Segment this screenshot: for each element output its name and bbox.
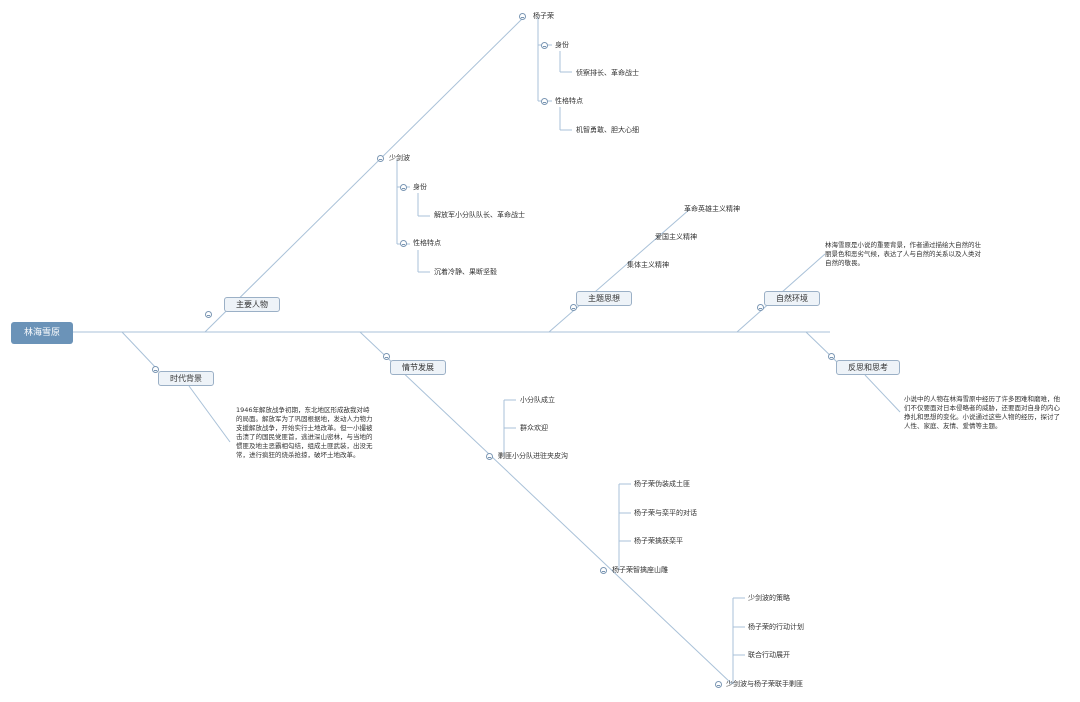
root-topic[interactable]: 林海雪原 [11,322,73,344]
collapse-toggle-yzr-identity[interactable] [541,42,548,49]
node-plot-sub2-item[interactable]: 杨子荣擒获栾平 [634,537,683,545]
node-plot-sub3[interactable]: 少剑波与杨子荣联手剿匪 [726,680,803,688]
node-yzr-traits-value[interactable]: 机智勇敢、胆大心细 [576,126,639,134]
node-yzr-identity-value[interactable]: 侦察排长、革命战士 [576,69,639,77]
node-plot-sub1-item[interactable]: 群众欢迎 [520,424,548,432]
topic-reflection[interactable]: 反思和思考 [836,360,900,375]
collapse-toggle-plot[interactable] [383,353,390,360]
node-plot-sub2-item[interactable]: 杨子荣伪装成土匪 [634,480,690,488]
collapse-toggle-yzr-traits[interactable] [541,98,548,105]
collapse-toggle-sjb-identity[interactable] [400,184,407,191]
node-sjb-traits-value[interactable]: 沉着冷静、果断坚毅 [434,268,497,276]
collapse-toggle-plot-sub3[interactable] [715,681,722,688]
node-plot-sub3-item[interactable]: 少剑波的策略 [748,594,790,602]
node-sjb-identity[interactable]: 身份 [413,183,427,191]
node-background-text[interactable]: 1946年解放战争初期，东北地区形成敌我对峙的局面。解放军为了巩固根据地，发动人… [236,406,373,459]
topic-plot[interactable]: 情节发展 [390,360,446,375]
collapse-toggle-reflection[interactable] [828,353,835,360]
node-theme-item[interactable]: 集体主义精神 [627,261,669,269]
node-sjb-identity-value[interactable]: 解放军小分队队长、革命战士 [434,211,525,219]
node-theme-item[interactable]: 革命英雄主义精神 [684,205,740,213]
node-nature-text[interactable]: 林海雪原是小说的重要背景，作者通过描绘大自然的壮丽景色和恶劣气候，表达了人与自然… [825,241,981,267]
collapse-toggle-theme[interactable] [570,304,577,311]
node-shaojianbo[interactable]: 少剑波 [389,154,410,162]
node-plot-sub2-item[interactable]: 杨子荣与栾平的对话 [634,509,697,517]
collapse-toggle-plot-sub1[interactable] [486,453,493,460]
node-sjb-traits[interactable]: 性格特点 [413,239,441,247]
collapse-toggle-nature[interactable] [757,304,764,311]
collapse-toggle-sjb-traits[interactable] [400,240,407,247]
node-yzr-identity[interactable]: 身份 [555,41,569,49]
topic-nature[interactable]: 自然环境 [764,291,820,306]
collapse-toggle-yangzirong[interactable] [519,13,526,20]
topic-background[interactable]: 时代背景 [158,371,214,386]
node-plot-sub3-item[interactable]: 联合行动展开 [748,651,790,659]
node-theme-item[interactable]: 爱国主义精神 [655,233,697,241]
node-plot-sub3-item[interactable]: 杨子荣的行动计划 [748,623,804,631]
collapse-toggle-background[interactable] [152,366,159,373]
node-plot-sub1-item[interactable]: 小分队成立 [520,396,555,404]
node-yangzirong[interactable]: 杨子荣 [533,12,554,20]
collapse-toggle-shaojianbo[interactable] [377,155,384,162]
collapse-toggle-plot-sub2[interactable] [600,567,607,574]
node-plot-sub2[interactable]: 杨子荣智擒座山雕 [612,566,668,574]
node-reflection-text[interactable]: 小说中的人物在林海雪原中经历了许多困难和磨难，他们不仅要面对日本侵略者的威胁，还… [904,395,1060,430]
topic-theme[interactable]: 主题思想 [576,291,632,306]
node-plot-sub1[interactable]: 剿匪小分队进驻夹皮沟 [498,452,568,460]
node-yzr-traits[interactable]: 性格特点 [555,97,583,105]
collapse-toggle-characters[interactable] [205,311,212,318]
topic-characters[interactable]: 主要人物 [224,297,280,312]
